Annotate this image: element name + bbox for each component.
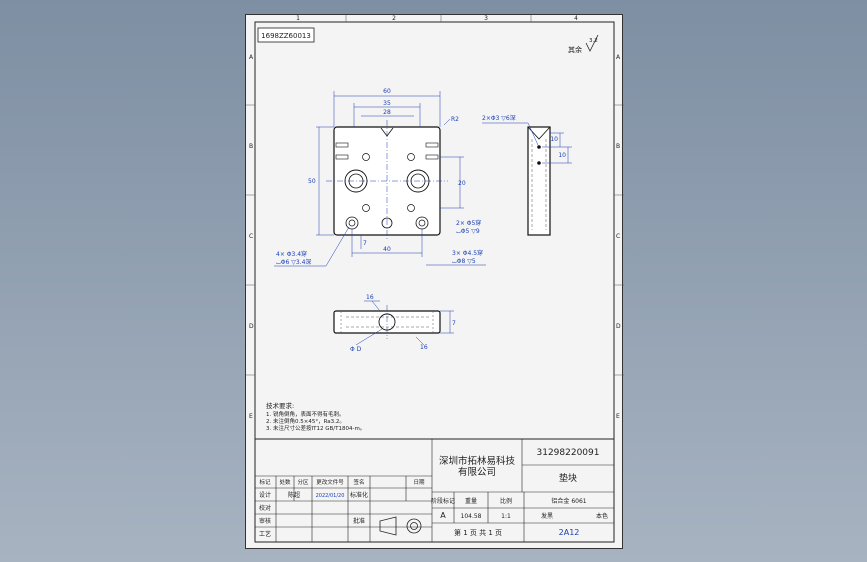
dim-top-width: 60 [383, 88, 391, 95]
tech-requirements: 技术要求: 1. 锐角倒角，表面不得有毛刺。 2. 未注倒角0.5×45°，Ra… [266, 401, 365, 432]
hole [362, 153, 370, 161]
hdr-date: 日期 [413, 479, 425, 486]
approve-label: 批准 [353, 517, 365, 525]
hole-note-right-1: 3× Φ4.5穿 [452, 249, 483, 257]
zone-row-b-left: B [249, 143, 253, 150]
drawing-svg: 1 2 3 4 A B C D E A B C D E 1698ZZ60013 … [246, 15, 624, 543]
hdr-mark: 标记 [259, 478, 271, 486]
company-line-1: 深圳市拓林易科技 [439, 455, 516, 467]
hole-note-left-1: 4× Φ3.4穿 [276, 250, 307, 258]
hole-note-mid-2: ⌴Φ5 ▽9 [456, 228, 480, 235]
dim-bottom-offset: 7 [363, 240, 367, 247]
zone-row-e-right: E [616, 413, 620, 420]
standard-label: 标准化 [350, 491, 368, 499]
dim-hole-spacing: 20 [458, 180, 466, 187]
design-date: 2022/01/20 [316, 493, 345, 499]
zone-row-e-left: E [249, 413, 253, 420]
top-view-dimensions [316, 91, 464, 257]
dim-side-h2: 10 [558, 152, 566, 159]
side-view-dimensions [482, 122, 572, 164]
side-view [527, 126, 551, 236]
zone-row-b-right: B [616, 143, 620, 150]
dim-edge: R2 [451, 116, 459, 123]
front-dia: Φ D [350, 346, 362, 353]
tech-item-1: 1. 锐角倒角，表面不得有毛刺。 [266, 410, 345, 418]
zone-row-d-right: D [616, 323, 621, 330]
front-view [333, 305, 441, 339]
hole [407, 204, 415, 212]
scale-label: 比例 [500, 497, 512, 505]
hole [407, 153, 415, 161]
zone-row-a-left: A [249, 54, 254, 61]
side-hole-note: 2×Φ3 ▽6深 [482, 114, 516, 122]
company-line-2: 有限公司 [458, 466, 496, 478]
design-label: 设计 [259, 491, 271, 499]
drawing-sheet: 1 2 3 4 A B C D E A B C D E 1698ZZ60013 … [245, 14, 624, 549]
drawing-no: 2A12 [559, 528, 580, 537]
sheet-text: 第 1 页 共 1 页 [454, 528, 502, 537]
dim-inner-1: 35 [383, 100, 391, 107]
hole-note-left-2: ⌴Φ6 ▽3.4深 [276, 258, 311, 266]
dim-inner-2: 28 [383, 109, 391, 116]
process-label: 工艺 [259, 530, 271, 538]
zone-row-c-left: C [249, 233, 253, 240]
zone-rows: A B C D E A B C D E [246, 54, 624, 420]
side-view-outline [527, 126, 551, 236]
drawing-code-text: 1698ZZ60013 [261, 32, 311, 40]
hdr-count: 处数 [279, 478, 291, 486]
projection-circle-icon [406, 518, 422, 534]
tech-item-2: 2. 未注倒角0.5×45°，Ra3.2。 [266, 417, 345, 425]
dim-bottom-width: 40 [383, 246, 391, 253]
zone-row-a-right: A [616, 54, 621, 61]
roughness-value: 3.2 [589, 38, 598, 44]
roughness-icon [585, 34, 599, 52]
part-number: 31298220091 [537, 448, 600, 458]
weight-label: 重量 [465, 497, 477, 505]
hdr-sign: 签名 [353, 478, 364, 486]
designer: 陈超 [288, 491, 300, 499]
top-view [326, 120, 448, 241]
surface-note: 其余 [568, 45, 582, 54]
hdr-zone: 分区 [297, 478, 309, 486]
dim-height: 50 [308, 178, 316, 185]
zone-row-c-right: C [616, 233, 620, 240]
stage-label: 阶段标记 [431, 497, 455, 505]
front-angle-top: 16 [366, 294, 374, 301]
front-right-dim: 7 [452, 320, 456, 327]
hole [362, 204, 370, 212]
hdr-change: 更改文件号 [316, 478, 344, 486]
check-label: 校对 [259, 504, 271, 512]
finish-label: 发黑 [541, 512, 553, 520]
zone-col-2: 2 [392, 15, 396, 22]
finish-value: 本色 [596, 512, 608, 520]
material: 铝合金 6061 [551, 497, 586, 505]
front-view-dimensions [355, 300, 454, 346]
zone-row-d-left: D [249, 323, 254, 330]
scale-value: 1:1 [501, 513, 511, 520]
projection-cone-icon [379, 516, 397, 536]
weight-value: 104.58 [461, 513, 482, 520]
dim-side-h1: 10 [550, 136, 558, 143]
zone-col-4: 4 [574, 15, 578, 22]
hole-note-mid-1: 2× Φ5穿 [456, 219, 481, 227]
review-label: 审核 [259, 517, 271, 525]
tech-title: 技术要求: [266, 401, 294, 410]
title-block: 深圳市拓林易科技 有限公司 31298220091 垫块 阶段标记 重量 比例 … [254, 438, 615, 543]
hole-note-right-2: ⌴Φ8 ▽5 [452, 258, 476, 265]
tech-item-3: 3. 未注尺寸公差按IT12 GB/T1804-m。 [266, 424, 365, 432]
front-angle-bottom: 16 [420, 344, 428, 351]
part-name: 垫块 [559, 472, 577, 484]
stage-value: A [440, 511, 446, 520]
zone-col-3: 3 [484, 15, 488, 22]
zone-col-1: 1 [296, 15, 300, 22]
drawing-code-box [257, 27, 315, 43]
